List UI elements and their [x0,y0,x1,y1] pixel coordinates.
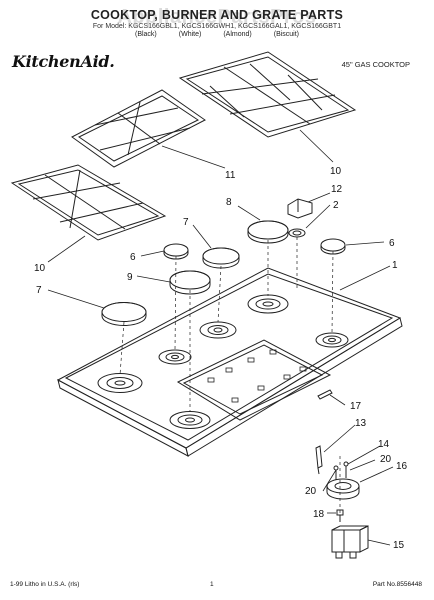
control-knob [287,198,313,238]
footer-litho: 1-99 Litho in U.S.A. (rls) [10,581,80,588]
cooktop-burners [97,294,349,429]
callout-14: 14 [378,439,390,450]
color-white: (White) [178,31,202,38]
callout-20-left: 20 [305,486,317,497]
callout-20-right: 20 [380,454,392,465]
callout-11: 11 [225,170,236,181]
leader-lines [47,129,394,546]
control-knob-marks [207,349,307,403]
callout-6-right: 6 [389,238,395,249]
callout-2: 2 [333,200,339,211]
callout-10-right: 10 [330,166,342,177]
callout-10-left: 10 [34,263,46,274]
part-13-electrode [315,445,323,475]
callout-16: 16 [396,461,408,472]
footer-part-number: Part No.8556448 [372,581,422,588]
color-list: (Black) (White) (Almond) (Biscuit) [0,31,434,38]
part-15-valve [331,525,369,559]
part-16-burner-base [326,461,360,500]
brand-logo: KitchenAid. [12,52,115,71]
callout-18: 18 [313,509,325,520]
callout-13: 13 [355,418,367,429]
callout-9: 9 [127,272,133,283]
callout-17: 17 [350,401,362,412]
color-black: (Black) [134,31,157,38]
alignment-lines [119,237,341,520]
page-title: COOKTOP, BURNER AND GRATE PARTS [90,8,344,22]
grate-left [10,164,167,241]
model-list: For Model: KGCS166GBL1, KGCS166GWH1, KGC… [92,23,342,30]
watermark: AppliancePartsPros [117,6,317,28]
callout-15: 15 [393,540,405,551]
footer-page-number: 1 [210,581,214,588]
callout-labels: 10 11 10 12 2 8 7 6 6 9 7 1 17 13 14 20 … [34,166,408,551]
callout-6-left: 6 [130,252,136,263]
cooktop-body [56,267,403,457]
part-18-screw [336,509,344,522]
callout-12: 12 [331,184,343,195]
grate-center [71,89,206,168]
part-17 [317,389,333,400]
burner-caps [101,220,346,326]
color-almond: (Almond) [223,31,252,38]
product-subtitle: 45" GAS COOKTOP [341,60,410,69]
page-header: AppliancePartsPros COOKTOP, BURNER AND G… [0,6,434,38]
callout-1: 1 [392,260,398,271]
grate-right [178,51,357,138]
color-biscuit: (Biscuit) [273,31,300,38]
callout-7-left: 7 [36,285,42,296]
callout-8: 8 [226,197,232,208]
callout-7-upper: 7 [183,217,189,228]
